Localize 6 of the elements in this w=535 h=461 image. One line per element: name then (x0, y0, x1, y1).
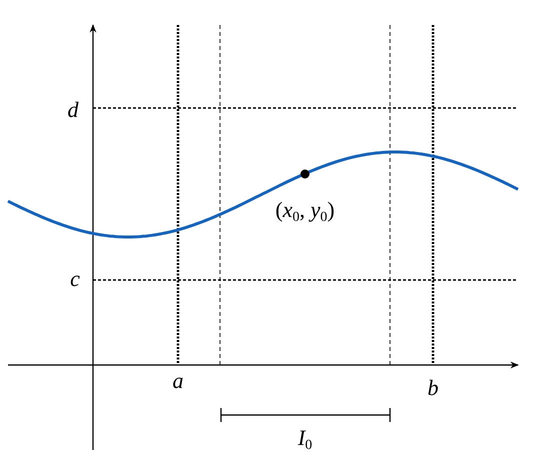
axis-label: b (428, 377, 438, 399)
axis-label: d (68, 99, 78, 121)
axis-label: c (70, 268, 80, 290)
axis-label: a (172, 370, 184, 392)
axis-label: I$_{0}$ (298, 427, 312, 449)
axis-label: (x$_{0}$, y$_{0}$) (275, 199, 335, 221)
